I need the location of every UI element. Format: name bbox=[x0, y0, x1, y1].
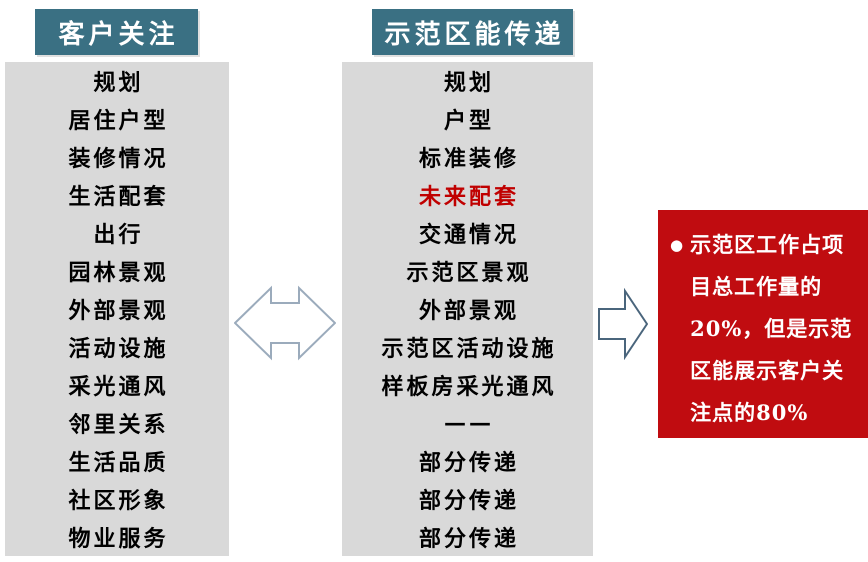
bullet-icon: ● bbox=[670, 236, 684, 254]
list-item: 物业服务 bbox=[68, 526, 169, 552]
left-column-header-label: 客户关注 bbox=[58, 19, 179, 50]
list-item: 外部景观 bbox=[68, 298, 169, 324]
list-item-highlighted: 未来配套 bbox=[418, 184, 519, 210]
list-item: 规划 bbox=[93, 70, 144, 96]
list-item: 活动设施 bbox=[68, 336, 169, 362]
list-item: 部分传递 bbox=[418, 488, 519, 514]
callout-text: 示范区工作占项目总工作量的20%，但是示范区能展示客户关注点的80% bbox=[690, 232, 853, 425]
list-item-separator: —— bbox=[444, 410, 494, 436]
list-item: 示范区景观 bbox=[406, 260, 532, 286]
list-item: 装修情况 bbox=[68, 146, 169, 172]
list-item: 交通情况 bbox=[418, 222, 519, 248]
right-arrow-icon bbox=[598, 288, 648, 360]
list-item: 社区形象 bbox=[68, 488, 169, 514]
list-item: 采光通风 bbox=[68, 374, 169, 400]
list-item: 示范区活动设施 bbox=[381, 336, 557, 362]
list-item: 标准装修 bbox=[418, 146, 519, 172]
list-item: 生活品质 bbox=[68, 450, 169, 476]
list-item: 部分传递 bbox=[418, 526, 519, 552]
list-item: 样板房采光通风 bbox=[381, 374, 557, 400]
list-item: 部分传递 bbox=[418, 450, 519, 476]
list-item: 规划 bbox=[443, 70, 494, 96]
left-column-header: 客户关注 bbox=[35, 9, 198, 55]
middle-column-header-label: 示范区能传递 bbox=[384, 19, 565, 50]
middle-column-header: 示范区能传递 bbox=[372, 9, 573, 55]
list-item: 外部景观 bbox=[418, 298, 519, 324]
list-item: 生活配套 bbox=[68, 184, 169, 210]
list-item: 出行 bbox=[93, 222, 144, 248]
demo-area-list: 规划 户型 标准装修 未来配套 交通情况 示范区景观 外部景观 示范区活动设施 … bbox=[342, 62, 593, 556]
double-headed-arrow-icon bbox=[234, 285, 336, 361]
list-item: 居住户型 bbox=[68, 108, 169, 134]
callout-box: ● 示范区工作占项目总工作量的20%，但是示范区能展示客户关注点的80% bbox=[658, 210, 868, 438]
list-item: 园林景观 bbox=[68, 260, 169, 286]
customer-focus-list: 规划 居住户型 装修情况 生活配套 出行 园林景观 外部景观 活动设施 采光通风… bbox=[5, 62, 229, 556]
list-item: 户型 bbox=[443, 108, 494, 134]
list-item: 邻里关系 bbox=[68, 412, 169, 438]
